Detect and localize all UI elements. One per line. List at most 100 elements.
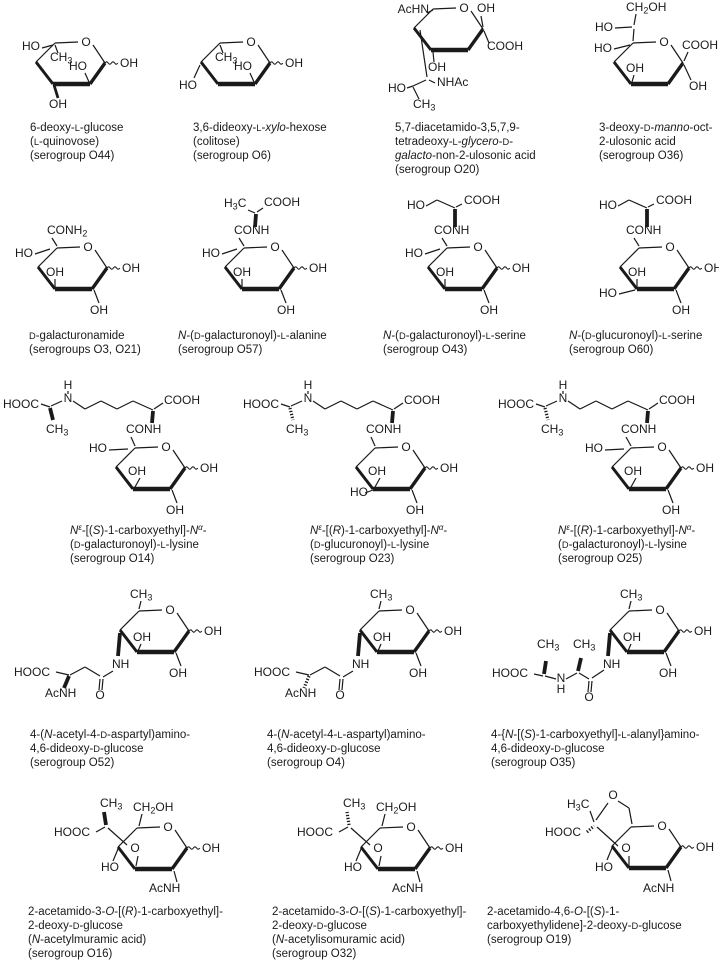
ring-bond [610, 845, 631, 869]
atom-label: AcHN [398, 2, 429, 16]
caption-O32: 2-acetamido-3-O-[(S)-1-carboxyethyl]-2-d… [272, 905, 466, 961]
ring-bond [412, 630, 431, 653]
atom-label: COOH [164, 393, 200, 407]
atom-label: OH [285, 56, 303, 70]
atom-label: CH2OH [626, 0, 666, 16]
wedge-bond [102, 811, 108, 826]
atom-label: O [246, 35, 255, 49]
ring-bond [668, 449, 682, 469]
ring-bond [426, 266, 447, 290]
bond [52, 84, 60, 99]
bond [34, 248, 51, 255]
atom-label: N [304, 391, 313, 405]
atom-label: CH3 [50, 50, 72, 66]
atom-label: CH3 [541, 422, 563, 438]
caption-O16: 2-acetamido-3-O-[(R)-1-carboxyethyl]-2-d… [28, 905, 223, 961]
atom-label: HOOC [254, 665, 290, 679]
bond [604, 448, 625, 451]
bond [667, 869, 672, 882]
ring-bond [446, 246, 471, 249]
bond [618, 289, 636, 295]
atom-label: HOOC [243, 397, 279, 411]
wedge-bond [356, 632, 362, 657]
ring-bond [34, 61, 55, 85]
bond [419, 29, 428, 78]
bond [595, 400, 613, 410]
bond [614, 26, 633, 29]
atom-label: O [459, 1, 468, 15]
caption-line: (serogroup O6) [193, 150, 271, 162]
caption-line: 2-acetamido-3-O-[(S)-1-carboxyethyl]- [272, 906, 467, 918]
bond [617, 199, 630, 207]
hashed-bond [302, 675, 311, 689]
atom-label: OH [480, 303, 498, 317]
atom-label: HO [69, 59, 87, 73]
ring-bond [416, 612, 430, 632]
bond [535, 403, 546, 408]
atom-label: OH [309, 261, 327, 275]
atom-label: OH [133, 630, 151, 644]
atom-label: OH [445, 841, 463, 855]
caption-O23: Nε-[(R)-1-carboxyethyl]-Nα-(D-glucuronoy… [310, 521, 447, 566]
caption-line: (serogroup O16) [28, 948, 113, 960]
atom-label: CONH2 [47, 223, 87, 239]
bond [567, 400, 581, 410]
ring-bond [119, 610, 140, 631]
caption-line: N-(D-galacturonoyl)-L-serine [383, 330, 526, 342]
atom-label: CONH [434, 223, 469, 237]
atom-label: HO [585, 441, 603, 455]
caption-line: (N-acetylisomuramic acid) [272, 934, 405, 946]
bond [424, 248, 441, 255]
caption-line: 4,6-dideoxy-D-glucose [267, 743, 381, 755]
atom-label: HOOC [498, 397, 534, 411]
bond [633, 237, 640, 247]
ring-bond [618, 266, 639, 290]
ring-bond [35, 42, 56, 63]
wedge-bond [645, 410, 650, 424]
bond [628, 199, 648, 209]
atom-label: O [401, 440, 410, 454]
ring-bond [608, 629, 629, 653]
atom-label: OH [628, 265, 646, 279]
caption-line: (D-galacturonoyl)-L-lysine [70, 539, 199, 551]
ring-bond [632, 41, 657, 44]
ring-bond [281, 249, 295, 269]
atom-label: OH [46, 265, 64, 279]
bond [412, 79, 427, 87]
atom-label: N [559, 391, 568, 405]
atom-label: COOH [682, 38, 718, 52]
caption-line: 6-deoxy-L-glucose [30, 122, 124, 134]
bond [633, 13, 637, 26]
wedge-bond [542, 660, 548, 675]
bond [426, 9, 434, 14]
bond [51, 237, 58, 247]
wavy-bond [688, 266, 703, 270]
caption-line: (D-glucuronoyl)-L-lysine [310, 539, 430, 551]
atom-label: COOH [656, 193, 692, 207]
ring-bond [412, 449, 426, 469]
bond [589, 810, 595, 823]
atom-label: NHAc [437, 75, 468, 89]
ring-bond [374, 446, 399, 449]
ring-bond [613, 42, 634, 63]
atom-label: HO [202, 246, 220, 260]
ring-bond [412, 27, 433, 51]
ring-bond [36, 266, 57, 290]
atom-label: CH3 [343, 796, 365, 812]
atom-label: O [657, 440, 666, 454]
bond [338, 678, 341, 691]
atom-label: HO [234, 59, 252, 73]
bond [578, 672, 590, 680]
bond [455, 203, 463, 208]
caption-line: 4,6-dideoxy-D-glucose [30, 743, 144, 755]
wavy-bond [184, 466, 199, 470]
atom-label: OH [696, 461, 714, 475]
atom-label: HO [350, 485, 368, 499]
hashed-bond [288, 407, 295, 421]
